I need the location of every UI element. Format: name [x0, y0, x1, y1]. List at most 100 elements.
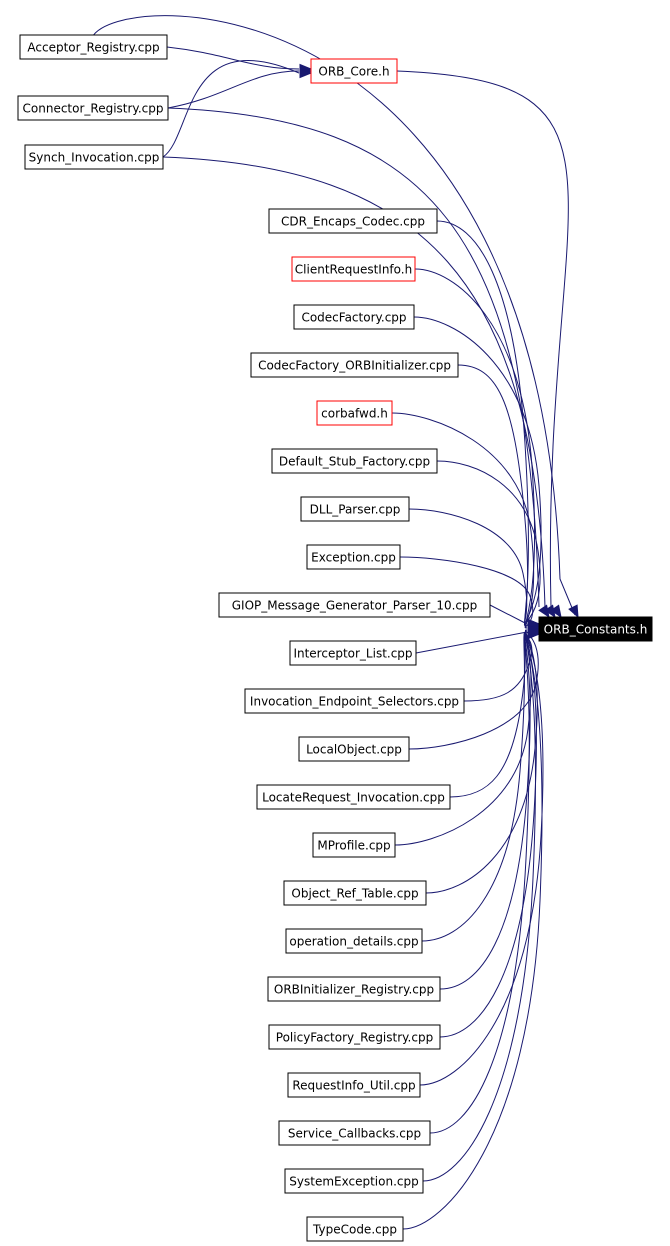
node-codecfactory-cpp[interactable]: CodecFactory.cpp — [293, 304, 415, 330]
node-operation-details-cpp[interactable]: operation_details.cpp — [285, 928, 423, 954]
node-label: CDR_Encaps_Codec.cpp — [281, 215, 425, 229]
edge-operation-details-cpp-to-orb-constants-h — [421, 626, 541, 942]
node-label: corbafwd.h — [321, 407, 388, 421]
node-orb-constants-h[interactable]: ORB_Constants.h — [538, 616, 653, 642]
node-codecfactory-orbinitializer-cpp[interactable]: CodecFactory_ORBInitializer.cpp — [250, 352, 459, 378]
node-box — [17, 95, 169, 121]
edge-line — [422, 629, 536, 1182]
node-box — [256, 784, 451, 810]
node-label: LocalObject.cpp — [306, 743, 402, 757]
node-label: RequestInfo_Util.cpp — [292, 1079, 415, 1093]
edge-synch-invocation-cpp-to-orb-constants-h — [162, 156, 556, 619]
edge-connector-registry-cpp-to-orb-core-h — [167, 65, 313, 109]
node-box — [300, 496, 410, 522]
node-localobject-cpp[interactable]: LocalObject.cpp — [298, 736, 410, 762]
edge-typecode-cpp-to-orb-constants-h — [402, 626, 543, 1230]
node-label: Object_Ref_Table.cpp — [291, 887, 418, 901]
edge-line — [167, 107, 540, 608]
node-invocation-endpoint-selectors-cpp[interactable]: Invocation_Endpoint_Selectors.cpp — [244, 688, 465, 714]
node-label: GIOP_Message_Generator_Parser_10.cpp — [232, 599, 478, 613]
node-exception-cpp[interactable]: Exception.cpp — [306, 544, 401, 570]
node-policyfactory-registry-cpp[interactable]: PolicyFactory_Registry.cpp — [268, 1024, 441, 1050]
node-box — [306, 1216, 404, 1242]
edge-line — [489, 604, 528, 625]
edge-line — [394, 633, 532, 846]
node-connector-registry-cpp[interactable]: Connector_Registry.cpp — [17, 95, 169, 121]
node-cdr-encaps-codec-cpp[interactable]: CDR_Encaps_Codec.cpp — [268, 208, 438, 234]
node-giop-message-generator-parser-10-cpp[interactable]: GIOP_Message_Generator_Parser_10.cpp — [218, 592, 491, 618]
node-box — [218, 592, 491, 618]
node-box — [244, 688, 465, 714]
node-acceptor-registry-cpp[interactable]: Acceptor_Registry.cpp — [19, 34, 168, 60]
node-label: PolicyFactory_Registry.cpp — [276, 1031, 433, 1045]
edge-line — [399, 556, 534, 629]
node-synch-invocation-cpp[interactable]: Synch_Invocation.cpp — [24, 144, 164, 170]
edge-line — [408, 508, 528, 627]
node-box — [310, 58, 398, 84]
node-label: Default_Stub_Factory.cpp — [279, 455, 430, 469]
edge-line — [429, 633, 530, 1134]
node-requestinfo-util-cpp[interactable]: RequestInfo_Util.cpp — [287, 1072, 421, 1098]
edge-localobject-cpp-to-orb-constants-h — [408, 624, 541, 750]
arrowhead — [527, 626, 541, 638]
node-locaterequest-invocation-cpp[interactable]: LocateRequest_Invocation.cpp — [256, 784, 451, 810]
edge-line — [402, 631, 543, 1230]
edge-orb-core-h-to-orb-constants-h — [396, 70, 569, 619]
node-box — [298, 736, 410, 762]
edge-line — [162, 156, 546, 608]
node-label: Service_Callbacks.cpp — [288, 1127, 421, 1141]
node-label: CodecFactory.cpp — [301, 311, 406, 325]
node-label: MProfile.cpp — [317, 839, 390, 853]
edge-line — [166, 46, 300, 70]
arrowhead — [550, 604, 562, 619]
edge-line — [436, 220, 529, 627]
node-box — [285, 928, 423, 954]
nodes-layer: ORB_Constants.h ORB_Core.h Acceptor_Regist… — [17, 34, 653, 1242]
arrowhead — [299, 67, 313, 79]
node-label: DLL_Parser.cpp — [310, 503, 401, 517]
node-mprofile-cpp[interactable]: MProfile.cpp — [312, 832, 396, 858]
node-box — [538, 616, 653, 642]
node-box — [284, 1168, 424, 1194]
node-default-stub-factory-cpp[interactable]: Default_Stub_Factory.cpp — [271, 448, 438, 474]
node-box — [306, 544, 401, 570]
edge-line — [162, 59, 300, 158]
edge-mprofile-cpp-to-orb-constants-h — [394, 628, 541, 846]
node-label: Invocation_Endpoint_Selectors.cpp — [250, 695, 459, 709]
edge-line — [457, 364, 529, 627]
node-box — [267, 976, 441, 1002]
node-label: Exception.cpp — [311, 551, 396, 565]
edge-line — [419, 631, 544, 1086]
node-dll-parser-cpp[interactable]: DLL_Parser.cpp — [300, 496, 410, 522]
node-box — [19, 34, 168, 60]
node-service-callbacks-cpp[interactable]: Service_Callbacks.cpp — [278, 1120, 431, 1146]
node-box — [283, 880, 427, 906]
node-orbinitializer-registry-cpp[interactable]: ORBInitializer_Registry.cpp — [267, 976, 441, 1002]
node-orb-core-h[interactable]: ORB_Core.h — [310, 58, 398, 84]
edge-line — [167, 70, 300, 109]
node-clientrequestinfo-h[interactable]: ClientRequestInfo.h — [291, 256, 416, 282]
node-typecode-cpp[interactable]: TypeCode.cpp — [306, 1216, 404, 1242]
node-box — [268, 208, 438, 234]
node-interceptor-list-cpp[interactable]: Interceptor_List.cpp — [289, 640, 417, 666]
node-corbafwd-h[interactable]: corbafwd.h — [316, 400, 393, 426]
node-object-ref-table-cpp[interactable]: Object_Ref_Table.cpp — [283, 880, 427, 906]
node-label: ORB_Core.h — [318, 65, 389, 79]
edge-line — [396, 70, 569, 608]
node-box — [291, 256, 416, 282]
edge-synch-invocation-cpp-to-orb-core-h — [162, 59, 313, 158]
edge-line — [421, 631, 528, 942]
node-systemexception-cpp[interactable]: SystemException.cpp — [284, 1168, 424, 1194]
node-label: ORB_Constants.h — [544, 623, 648, 637]
node-box — [289, 640, 417, 666]
node-box — [312, 832, 396, 858]
edge-line — [414, 268, 536, 629]
arrowhead — [568, 604, 579, 619]
node-label: Synch_Invocation.cpp — [29, 151, 160, 165]
edge-interceptor-list-cpp-to-orb-constants-h — [415, 626, 541, 654]
node-label: Connector_Registry.cpp — [23, 102, 164, 116]
node-box — [24, 144, 164, 170]
node-box — [278, 1120, 431, 1146]
node-label: SystemException.cpp — [289, 1175, 418, 1189]
